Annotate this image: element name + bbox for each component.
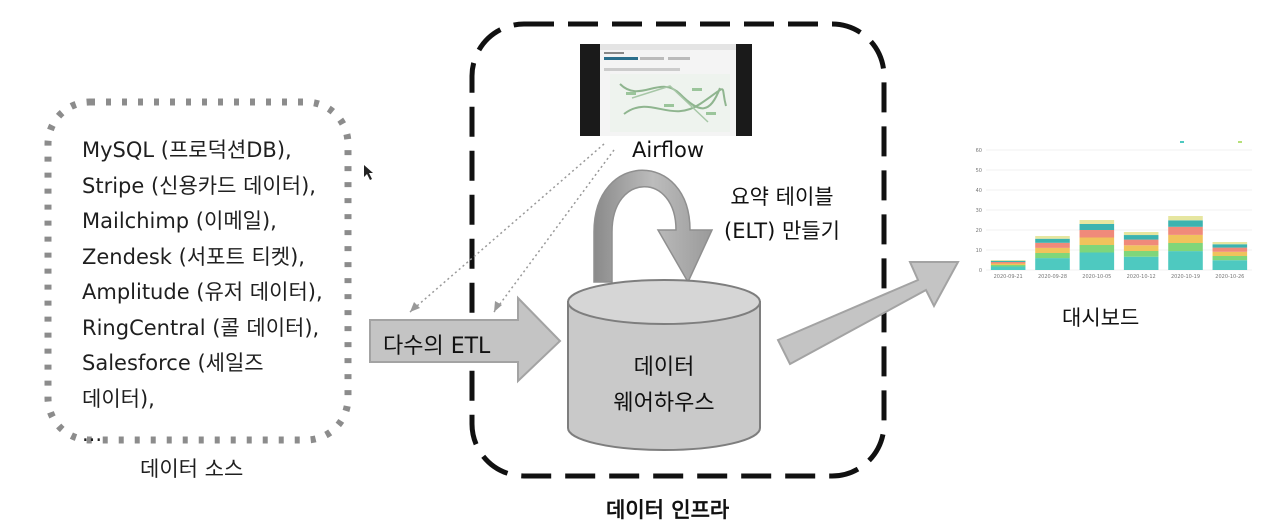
- bar-segment: [1168, 251, 1203, 270]
- summary-table-label: 요약 테이블 (ELT) 만들기: [724, 180, 840, 248]
- etl-label: 다수의 ETL: [383, 334, 491, 359]
- data-sources-box: [44, 98, 352, 444]
- warehouse-line-1: 데이터: [633, 355, 695, 380]
- summary-line-2: (ELT) 만들기: [724, 219, 840, 243]
- bar-segment: [990, 262, 1026, 264]
- data-warehouse-cylinder: [567, 279, 761, 451]
- bar-segment: [1079, 252, 1115, 270]
- warehouse-line-2: 웨어하우스: [613, 391, 715, 416]
- etl-arrow: [369, 295, 562, 384]
- y-tick-label: 10: [976, 248, 982, 254]
- source-item: 데이터),: [82, 386, 155, 411]
- bar-segment: [1079, 245, 1115, 253]
- x-tick-label: 2020-10-26: [1215, 274, 1244, 280]
- bar-segment: [1079, 230, 1115, 238]
- x-tick-label: 2020-09-28: [1038, 274, 1067, 280]
- bar-segment: [1212, 251, 1248, 256]
- y-tick-label: 50: [976, 168, 982, 174]
- airflow-dotted-line-1: [409, 143, 605, 313]
- source-item: RingCentral (콜 데이터),: [82, 315, 320, 340]
- x-tick-label: 2020-10-12: [1127, 274, 1156, 280]
- bar-segment: [990, 263, 1026, 265]
- y-tick-label: 30: [976, 208, 982, 214]
- bar-segment: [1168, 216, 1203, 221]
- data-infra-caption: 데이터 인프라: [606, 498, 730, 522]
- dashboard-arrow: [776, 261, 960, 366]
- elt-curved-arrow: [593, 169, 714, 284]
- bar-segment: [1079, 220, 1115, 224]
- bar-segment: [1035, 242, 1070, 248]
- bar-segment: [1123, 251, 1159, 257]
- y-tick-label: 0: [979, 268, 982, 274]
- legend-swatch: [1238, 141, 1242, 143]
- bar-segment: [1168, 226, 1203, 235]
- bar-segment: [1168, 234, 1203, 243]
- source-item: Salesforce (세일즈: [82, 351, 264, 375]
- bar-segment: [1212, 260, 1248, 270]
- mouse-cursor-icon: [364, 165, 373, 180]
- data-infra-box: [469, 21, 887, 479]
- bar-segment: [1035, 253, 1070, 259]
- bar-segment: [1212, 247, 1248, 252]
- source-item: Stripe (신용카드 데이터),: [82, 173, 316, 198]
- source-item: Zendesk (서포트 티켓),: [82, 244, 305, 269]
- bar-segment: [1123, 235, 1159, 240]
- bar-segment: [1123, 239, 1159, 246]
- bar-segment: [1212, 244, 1248, 248]
- dashboard-caption: 대시보드: [1062, 306, 1140, 330]
- y-tick-label: 60: [976, 148, 982, 154]
- airflow-label: Airflow: [632, 138, 705, 162]
- source-item: ...: [82, 422, 103, 446]
- y-tick-label: 20: [976, 228, 982, 234]
- y-tick-label: 40: [976, 188, 982, 194]
- bar-segment: [990, 266, 1026, 270]
- bar-segment: [1035, 236, 1070, 239]
- bar-segment: [1123, 256, 1159, 270]
- source-item: Amplitude (유저 데이터),: [82, 280, 323, 304]
- airflow-screenshot: [580, 44, 752, 136]
- bar-segment: [1035, 238, 1070, 243]
- x-tick-label: 2020-09-21: [994, 274, 1023, 280]
- bar-segment: [1035, 258, 1070, 270]
- x-tick-label: 2020-10-05: [1082, 274, 1111, 280]
- bar-segment: [1035, 247, 1070, 253]
- data-source-list: MySQL (프로덕션DB), Stripe (신용카드 데이터), Mailc…: [82, 133, 323, 453]
- summary-line-1: 요약 테이블: [730, 185, 834, 209]
- bar-segment: [990, 260, 1026, 262]
- bar-segment: [1168, 220, 1203, 227]
- bar-segment: [1079, 224, 1115, 230]
- bar-segment: [1168, 243, 1203, 252]
- legend-swatch: [1180, 141, 1184, 143]
- bar-segment: [1079, 237, 1115, 245]
- source-item: MySQL (프로덕션DB),: [82, 138, 292, 162]
- bar-segment: [1123, 245, 1159, 251]
- airflow-dotted-line-2: [493, 149, 615, 313]
- data-sources-caption: 데이터 소스: [140, 457, 244, 481]
- source-item: Mailchimp (이메일),: [82, 209, 277, 233]
- bar-segment: [990, 260, 1026, 261]
- bar-segment: [1212, 256, 1248, 261]
- bar-segment: [1212, 242, 1248, 245]
- data-warehouse-label: 데이터 웨어하우스: [612, 350, 716, 422]
- x-tick-label: 2020-10-19: [1171, 274, 1200, 280]
- dashboard-chart: 0 10 20 30 40 50 60 2020-09-21 2020-09-28 2020-10…: [976, 141, 1252, 280]
- bar-segment: [990, 265, 1026, 267]
- bar-segment: [1123, 232, 1159, 236]
